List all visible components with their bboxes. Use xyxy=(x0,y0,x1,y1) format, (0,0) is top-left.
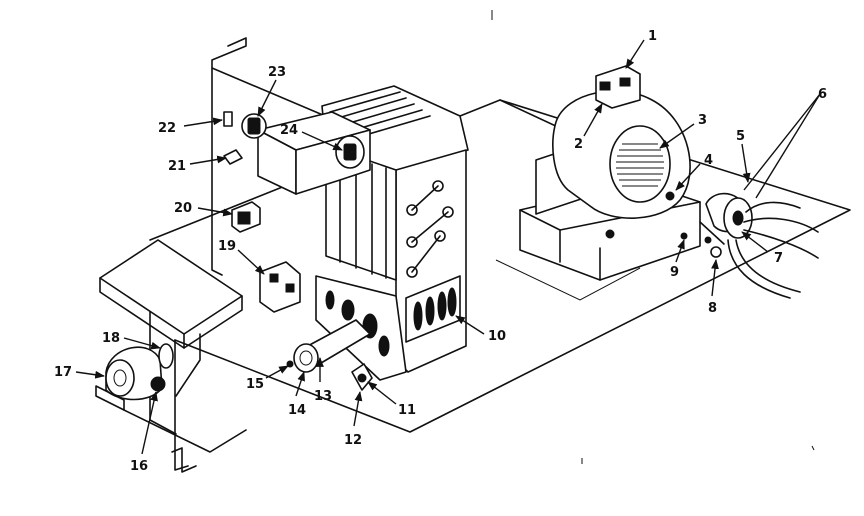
callout-11: 11 xyxy=(398,403,416,418)
callout-8: 8 xyxy=(708,301,717,316)
callout-1: 1 xyxy=(648,29,657,44)
callout-4: 4 xyxy=(704,153,713,168)
scan-specks xyxy=(491,10,815,464)
controls xyxy=(223,111,301,313)
callout-5: 5 xyxy=(736,129,745,144)
callout-leaders xyxy=(75,39,821,455)
back-panel xyxy=(171,37,331,473)
blower-assembly xyxy=(519,65,701,281)
callout-20: 20 xyxy=(174,201,192,216)
callout-22: 22 xyxy=(158,121,176,136)
inducer-blower xyxy=(95,239,247,453)
burner-assembly xyxy=(286,319,373,391)
callout-16: 16 xyxy=(130,459,148,474)
motor-and-fan xyxy=(680,192,819,299)
heat-exchanger xyxy=(257,85,469,381)
callout-7: 7 xyxy=(774,251,783,266)
callout-18: 18 xyxy=(102,331,120,346)
callout-19: 19 xyxy=(218,239,236,254)
callout-13: 13 xyxy=(314,389,332,404)
callout-15: 15 xyxy=(246,377,264,392)
callout-14: 14 xyxy=(288,403,306,418)
callout-6: 6 xyxy=(818,87,827,102)
callout-10: 10 xyxy=(488,329,506,344)
callout-21: 21 xyxy=(168,159,186,174)
callout-12: 12 xyxy=(344,433,362,448)
callout-24: 24 xyxy=(280,123,298,138)
callout-23: 23 xyxy=(268,65,286,80)
callout-labels: 1 2 3 4 5 6 7 8 9 10 11 12 13 14 15 16 1… xyxy=(54,29,827,474)
callout-3: 3 xyxy=(698,113,707,128)
callout-2: 2 xyxy=(574,137,583,152)
callout-17: 17 xyxy=(54,365,72,380)
callout-9: 9 xyxy=(670,265,679,280)
